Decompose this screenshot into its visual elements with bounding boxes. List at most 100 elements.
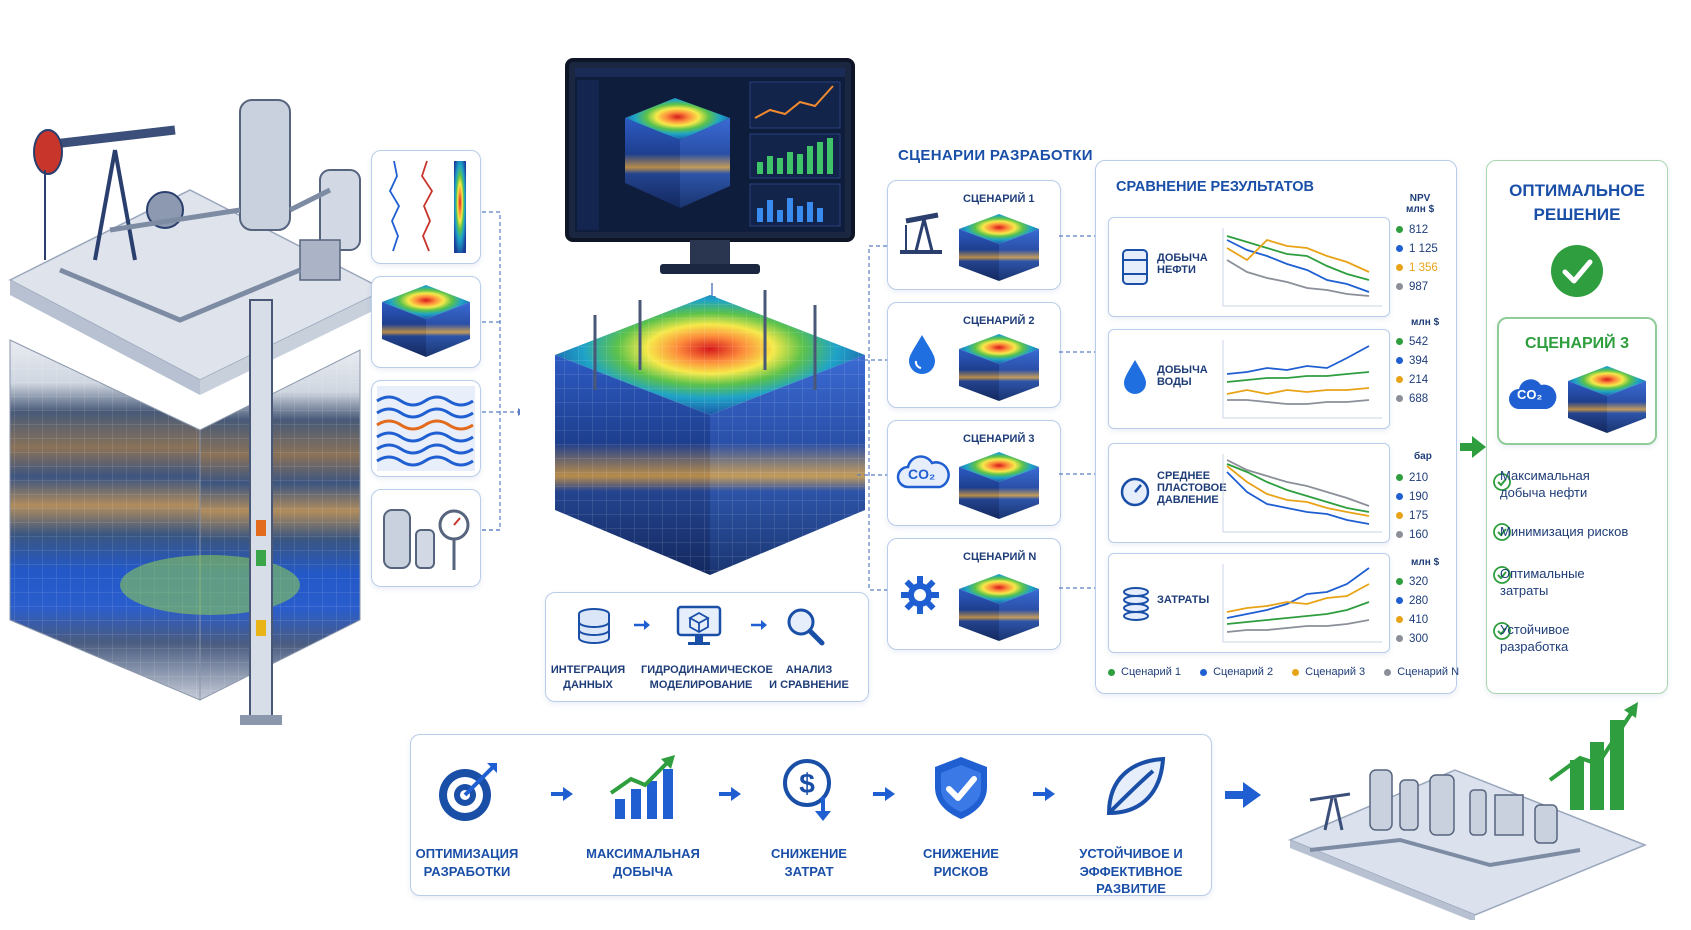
simulation-monitor	[565, 58, 855, 274]
co2-cloud-icon	[896, 455, 950, 489]
arrow-icon	[719, 787, 741, 801]
legend-item: Сценарий 1	[1108, 666, 1181, 678]
oil-lines	[1222, 228, 1382, 307]
optimal-scenario-card[interactable]: СЦЕНАРИЙ 3 CO₂	[1497, 317, 1657, 445]
arrow-icon	[634, 620, 650, 630]
scenario-n-label: СЦЕНАРИЙ N	[963, 551, 1037, 563]
scenario-1-label: СЦЕНАРИЙ 1	[963, 193, 1035, 205]
costs-chart: ЗАТРАТЫ	[1108, 553, 1390, 653]
legend-item: Сценарий N	[1384, 666, 1459, 678]
co2-text: CO₂	[1517, 387, 1543, 402]
costs-lines	[1222, 564, 1382, 643]
oil-values: 812 1 125 1 356 987	[1396, 221, 1438, 297]
pressure-values: 210 190 175 160	[1396, 469, 1428, 545]
shield-check-icon	[935, 757, 987, 819]
check-icon	[1493, 622, 1511, 640]
scenarios-title: СЦЕНАРИИ РАЗРАБОТКИ	[898, 147, 1093, 164]
scenario-3-cube	[959, 452, 1039, 519]
water-values: 542 394 214 688	[1396, 333, 1428, 409]
scenario-1-cube	[959, 214, 1039, 281]
arrow-icon	[873, 787, 895, 801]
pumpjack-icon	[900, 212, 942, 254]
costs-label: ЗАТРАТЫ	[1157, 594, 1210, 606]
magnifier-icon	[787, 608, 825, 646]
water-drop-icon	[1124, 360, 1146, 394]
pressure-unit: бар	[1414, 451, 1432, 462]
check-icon	[1493, 523, 1511, 541]
leaf-icon	[1106, 756, 1166, 816]
co2-text: CO₂	[908, 466, 936, 482]
comparison-title: СРАВНЕНИЕ РЕЗУЛЬТАТОВ	[1116, 179, 1314, 195]
scenario-legend: Сценарий 1 Сценарий 2 Сценарий 3 Сценари…	[1108, 666, 1459, 678]
developed-field-illustration	[1288, 702, 1648, 920]
growth-chart-icon	[609, 755, 675, 819]
optimal-scenario-label: СЦЕНАРИЙ 3	[1524, 335, 1630, 352]
legend-item: Сценарий 2	[1200, 666, 1273, 678]
scenario-card-3[interactable]: CO₂ СЦЕНАРИЙ 3	[887, 420, 1061, 526]
seismic-heatmap-card	[371, 276, 481, 368]
equipment-card	[371, 489, 481, 587]
oilfield-illustration	[8, 99, 387, 725]
monitor-cube-icon	[676, 605, 722, 645]
final-arrow	[1225, 782, 1261, 808]
costs-unit: млн $	[1411, 557, 1440, 568]
scenario-3-label: СЦЕНАРИЙ 3	[963, 433, 1035, 445]
seismic-waves-card	[371, 380, 481, 477]
check-icon	[1493, 473, 1511, 491]
arrow-icon	[1033, 787, 1055, 801]
gear-icon	[901, 576, 939, 614]
scenario-card-n[interactable]: СЦЕНАРИЙ N	[887, 538, 1061, 650]
reservoir-model	[555, 290, 865, 575]
pressure-gauge-icon	[1120, 477, 1150, 507]
arrow-icon	[751, 620, 767, 630]
scenario-2-label: СЦЕНАРИЙ 2	[963, 315, 1035, 327]
costs-values: 320 280 410 300	[1396, 573, 1428, 649]
pressure-lines	[1222, 454, 1382, 533]
optimal-cube	[1568, 366, 1646, 433]
legend-item: Сценарий 3	[1292, 666, 1365, 678]
well-logs-card	[371, 150, 481, 264]
to-optimal-arrow	[1460, 436, 1486, 458]
target-icon	[439, 763, 497, 821]
svg-text:$: $	[799, 768, 815, 799]
co2-cloud-icon	[1509, 379, 1557, 409]
water-unit: млн $	[1411, 317, 1440, 328]
water-lines	[1222, 340, 1382, 419]
scenario-n-cube	[959, 574, 1039, 641]
dollar-down-icon: $	[783, 759, 831, 821]
input-connectors	[482, 211, 520, 531]
check-icon	[1493, 566, 1511, 584]
scenario-card-1[interactable]: СЦЕНАРИЙ 1	[887, 180, 1061, 290]
scenario-card-2[interactable]: СЦЕНАРИЙ 2	[887, 302, 1061, 408]
check-circle-icon	[1551, 245, 1603, 297]
benefit-2: Минимизация рисков	[1500, 524, 1629, 539]
database-icon	[578, 608, 610, 644]
coins-icon	[1123, 587, 1149, 621]
arrow-icon	[551, 787, 573, 801]
water-drop-icon	[909, 335, 935, 374]
scenario-2-cube	[959, 334, 1039, 401]
oil-barrel-icon	[1122, 249, 1148, 285]
